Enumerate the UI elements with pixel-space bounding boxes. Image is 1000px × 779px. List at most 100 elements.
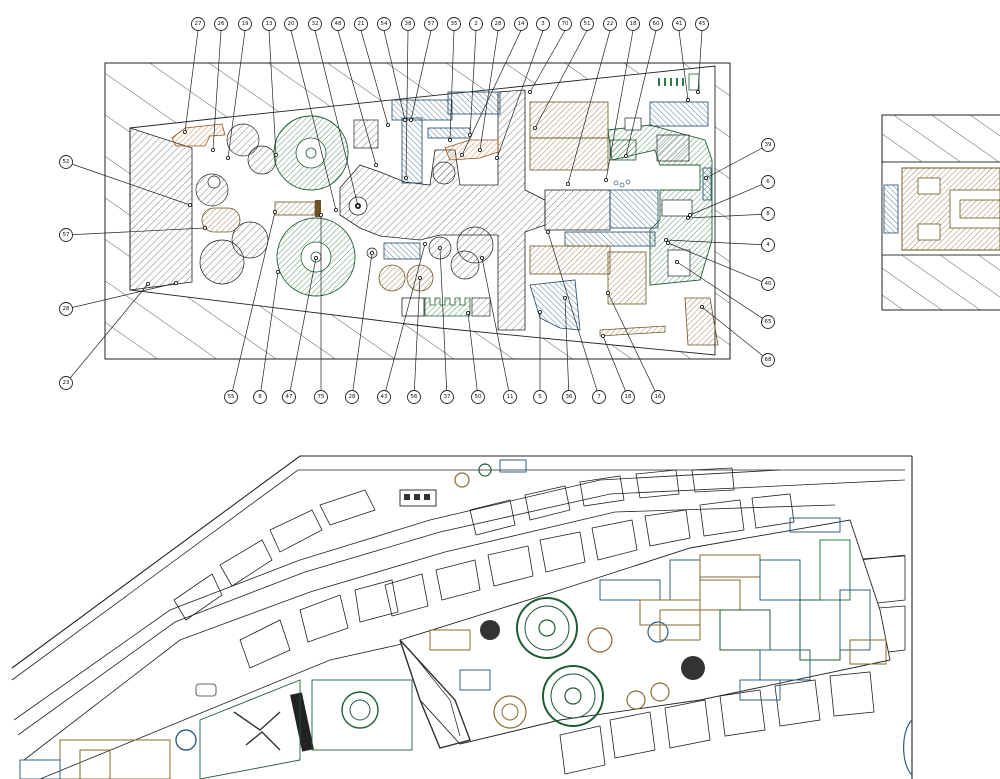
callout-circle — [471, 390, 485, 404]
leader-line — [314, 30, 359, 207]
leader-dot — [665, 240, 671, 246]
callout-circle — [491, 17, 505, 31]
callout-circle — [695, 17, 709, 31]
callout-circle — [603, 17, 617, 31]
top-callout: 27 — [182, 17, 205, 135]
callout-circle — [407, 390, 421, 404]
leader-dot — [545, 229, 551, 235]
blue-column — [401, 117, 423, 184]
bottom-callout: 16 — [605, 290, 665, 404]
callout-number: 36 — [566, 394, 573, 400]
leader-dot — [210, 147, 216, 153]
leader-dot — [273, 152, 279, 158]
leader-line — [705, 144, 769, 179]
leader-dot — [187, 202, 193, 208]
leader-dot — [318, 212, 324, 218]
top-callout: 22 — [565, 17, 617, 187]
top-callout: 26 — [210, 17, 228, 153]
callout-number: 47 — [286, 394, 293, 400]
leader-dot — [695, 89, 701, 95]
leader-line — [290, 30, 337, 211]
top-callout: 13 — [262, 17, 279, 158]
top-callout: 51 — [532, 17, 594, 131]
callout-circle — [262, 17, 276, 31]
leader-line — [449, 30, 455, 141]
leader-line — [469, 30, 477, 136]
callout-circle — [761, 277, 775, 291]
leader-line — [564, 297, 570, 398]
callout-number: 35 — [451, 21, 458, 27]
leader-line — [410, 30, 432, 121]
leader-dot — [527, 89, 533, 95]
callout-circle — [562, 390, 576, 404]
leader-dot — [479, 255, 485, 261]
leader-line — [288, 257, 317, 398]
leader-dot — [369, 250, 375, 256]
callout-number: 5 — [538, 394, 542, 400]
top-callout: 57 — [408, 17, 438, 123]
right-callout: 6 — [687, 175, 775, 218]
callout-number: 41 — [676, 21, 683, 27]
callout-number: 28 — [495, 21, 502, 27]
callout-circle — [533, 390, 547, 404]
callout-number: 39 — [765, 142, 772, 148]
right-callout: 40 — [665, 240, 775, 291]
callout-circle — [761, 353, 775, 367]
leader-dot — [145, 281, 151, 287]
callout-circle — [59, 155, 73, 169]
leader-line — [337, 30, 377, 166]
callout-number: 38 — [405, 21, 412, 27]
callout-circle — [558, 17, 572, 31]
leader-dot — [699, 304, 705, 310]
left-callout: 57 — [59, 225, 208, 242]
callout-circle — [761, 238, 775, 252]
callout-circle — [761, 207, 775, 221]
leader-line — [547, 231, 600, 398]
bottom-callout: 5 — [533, 309, 547, 404]
leader-line — [697, 30, 703, 93]
leader-dot — [663, 237, 669, 243]
leader-line — [413, 277, 421, 398]
bottom-callout: 8 — [253, 269, 281, 404]
leader-line — [607, 292, 659, 398]
top-callout: 21 — [354, 17, 391, 128]
callout-number: 48 — [335, 21, 342, 27]
callout-number: 13 — [266, 21, 273, 27]
callout-number: 65 — [765, 319, 772, 325]
leader-line — [678, 30, 689, 101]
callout-circle — [59, 376, 73, 390]
leader-dot — [532, 125, 538, 131]
left-assembly — [19, 679, 413, 779]
callout-number: 50 — [475, 394, 482, 400]
callout-circle — [253, 390, 267, 404]
callout-circle — [314, 390, 328, 404]
callout-number: 37 — [444, 394, 451, 400]
leader-dot — [275, 269, 281, 275]
leader-line — [184, 30, 199, 133]
callout-circle — [672, 17, 686, 31]
callout-number: 55 — [228, 394, 235, 400]
callout-number: 51 — [584, 21, 591, 27]
leader-line — [360, 30, 389, 126]
leader-dot — [562, 295, 568, 301]
leader-dot — [685, 215, 691, 221]
machinery-bay — [399, 519, 891, 745]
leader-line — [383, 243, 426, 398]
left-end-block — [129, 127, 193, 291]
bottom-callout: 56 — [407, 275, 423, 404]
top-small-cluster — [399, 459, 527, 507]
callout-number: 32 — [312, 21, 319, 27]
bottom-callout: 36 — [562, 295, 576, 404]
leader-line — [65, 282, 177, 310]
leader-dot — [402, 117, 408, 123]
callout-number: 20 — [288, 21, 295, 27]
leader-line — [567, 30, 611, 185]
leader-line — [605, 30, 634, 181]
leader-dot — [494, 155, 500, 161]
leader-dot — [565, 181, 571, 187]
leader-line — [227, 30, 246, 159]
leader-line — [687, 213, 769, 219]
callout-circle — [536, 17, 550, 31]
leader-line — [529, 30, 566, 93]
leader-line — [439, 247, 448, 398]
